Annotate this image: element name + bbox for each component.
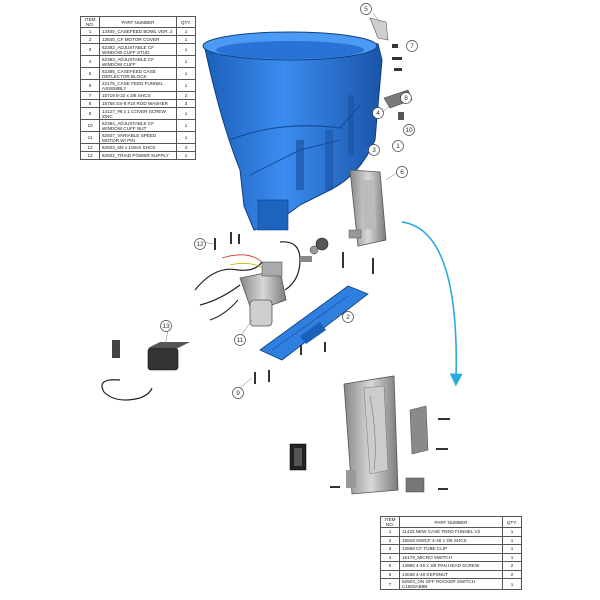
callout-label-4: 4 (376, 110, 380, 117)
detail-arrow (401, 221, 463, 387)
casefeed-bowl (202, 31, 383, 231)
header-part-number: PART NUMBER (399, 516, 503, 528)
rocker-switch (289, 443, 307, 471)
table-header-row: ITEM NO. PART NUMBER QTY. (380, 516, 522, 528)
callout-label-7: 7 (410, 43, 414, 50)
triad-power-supply (101, 340, 190, 401)
header-qty: QTY. (502, 516, 522, 528)
case-feed-funnel-assembly (348, 169, 387, 247)
callout-circle-4 (372, 107, 384, 119)
callout-circle-6 (396, 166, 408, 178)
callout-circle-7 (406, 40, 418, 52)
callout-label-13: 13 (162, 323, 170, 330)
cuff-screws (392, 44, 402, 71)
callout-circle-10 (403, 124, 415, 136)
callout-circle-12 (194, 238, 206, 250)
motor-mount-screws (214, 232, 240, 250)
callout-label-6: 6 (400, 169, 404, 176)
callout-label-8: 8 (404, 95, 408, 102)
callout-circle-2 (342, 311, 354, 323)
callout-label-12: 12 (196, 241, 204, 248)
speed-knob (300, 237, 329, 262)
callout-label-9: 9 (236, 390, 240, 397)
callout-label-2: 2 (346, 314, 350, 321)
callout-label-11: 11 (237, 337, 244, 344)
callout-circle-1 (392, 140, 404, 152)
cuff-nut (398, 112, 404, 120)
item-no: 7 (380, 578, 400, 590)
table-header-row: ITEM NO. PART NUMBER QTY. (80, 16, 196, 28)
cover-screws (254, 342, 326, 384)
funnel-screws (342, 252, 374, 274)
micro-switch-screws (330, 418, 450, 490)
motor-cover (259, 285, 369, 361)
callout-label-5: 5 (364, 6, 368, 13)
callout-circle-9 (232, 387, 244, 399)
part-number: 62385_CASEFEED CASE DEFLECTOR BLOCK (99, 67, 177, 80)
window-cuff-stud (369, 17, 389, 41)
callout-circle-8 (400, 92, 412, 104)
qty: 1 (176, 151, 196, 160)
callout-circle-3 (368, 144, 380, 156)
callout-circle-5 (360, 3, 372, 15)
callout-circle-13 (160, 320, 172, 332)
callout-label-10: 10 (405, 127, 413, 134)
callout-circle-11 (234, 334, 246, 346)
funnel-assembly-detail (343, 375, 429, 495)
part-number: 62503_ON OFF ROCKER SWITCH C1500AB8B (399, 578, 503, 590)
qty: 1 (502, 578, 522, 590)
callout-label-3: 3 (372, 147, 376, 154)
callout-label-1: 1 (396, 143, 400, 150)
variable-speed-motor (239, 261, 287, 327)
header-item-no: ITEM NO. (380, 516, 400, 528)
